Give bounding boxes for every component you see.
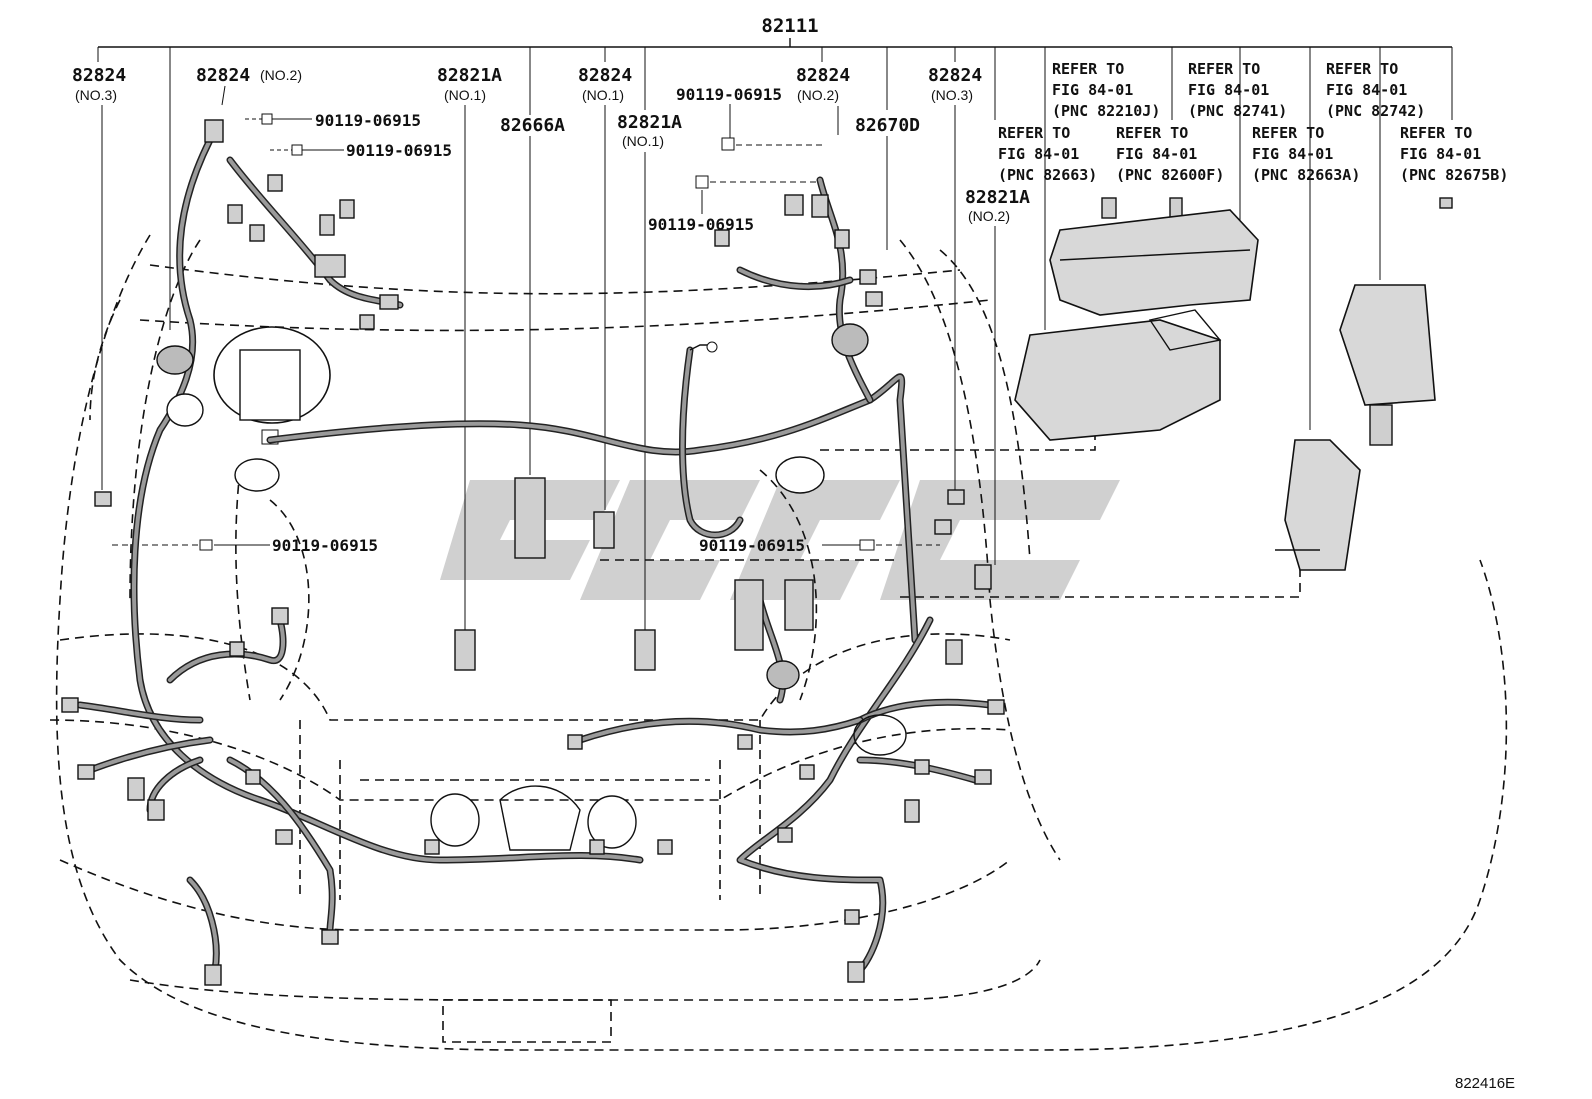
connectors: [61, 119, 1453, 986]
svg-text:(NO.1): (NO.1): [582, 87, 624, 103]
svg-text:90119-06915: 90119-06915: [676, 85, 782, 104]
refer-82210j: REFER TO FIG 84-01 (PNC 82210J): [1052, 60, 1160, 120]
refer-82663a: REFER TO FIG 84-01 (PNC 82663A): [1252, 124, 1360, 184]
svg-text:REFER TO: REFER TO: [1400, 124, 1472, 142]
svg-text:90119-06915: 90119-06915: [699, 536, 805, 555]
svg-text:82824: 82824: [578, 65, 632, 86]
svg-text:90119-06915: 90119-06915: [346, 141, 452, 160]
svg-text:82824: 82824: [796, 65, 850, 86]
diagram-id: 822416E: [1455, 1075, 1515, 1092]
part-label-82824-no3-left: 82824 (NO.3): [72, 65, 126, 490]
part-label-82821a-no2: 82821A (NO.2): [965, 187, 1030, 565]
svg-text:REFER TO: REFER TO: [1116, 124, 1188, 142]
svg-text:FIG 84-01: FIG 84-01: [1400, 145, 1481, 163]
bolt-callout-1: 90119-06915: [245, 111, 421, 130]
svg-text:FIG 84-01: FIG 84-01: [1116, 145, 1197, 163]
svg-text:FIG 84-01: FIG 84-01: [1252, 145, 1333, 163]
svg-text:90119-06915: 90119-06915: [315, 111, 421, 130]
svg-text:(PNC 82600F): (PNC 82600F): [1116, 166, 1224, 184]
grommets: [156, 323, 907, 756]
svg-text:(NO.2): (NO.2): [797, 87, 839, 103]
reservoir-left: [213, 326, 331, 492]
svg-text:FIG 84-01: FIG 84-01: [1188, 81, 1269, 99]
part-label-82821a-no1-center: 82821A (NO.1): [617, 112, 682, 630]
svg-text:(NO.3): (NO.3): [75, 87, 117, 103]
svg-text:90119-06915: 90119-06915: [648, 215, 754, 234]
svg-text:82670D: 82670D: [855, 115, 920, 136]
svg-text:REFER TO: REFER TO: [1252, 124, 1324, 142]
part-label-82821a-no1-left: 82821A (NO.1): [437, 65, 502, 630]
svg-text:82824: 82824: [72, 65, 126, 86]
svg-text:REFER TO: REFER TO: [1326, 60, 1398, 78]
refer-82742: REFER TO FIG 84-01 (PNC 82742): [1326, 60, 1425, 120]
bolt-callout-6: 90119-06915: [699, 536, 940, 555]
svg-text:90119-06915: 90119-06915: [272, 536, 378, 555]
main-part-label: 82111: [761, 15, 818, 37]
svg-text:(NO.2): (NO.2): [260, 67, 302, 83]
svg-text:82821A: 82821A: [617, 112, 682, 133]
svg-text:(NO.3): (NO.3): [931, 87, 973, 103]
svg-text:(PNC 82741): (PNC 82741): [1188, 102, 1287, 120]
part-label-82824-no2-left: 82824 (NO.2): [196, 65, 302, 106]
headlamp-round-parts: [430, 785, 637, 851]
bolt-callout-4: 90119-06915: [648, 175, 818, 234]
svg-text:82824: 82824: [196, 65, 250, 86]
refer-82675b: REFER TO FIG 84-01 (PNC 82675B): [1400, 124, 1508, 184]
svg-text:(PNC 82742): (PNC 82742): [1326, 102, 1425, 120]
refer-82663: REFER TO FIG 84-01 (PNC 82663): [998, 124, 1097, 184]
relay-block-right: [1339, 284, 1436, 446]
svg-text:FIG 84-01: FIG 84-01: [1326, 81, 1407, 99]
svg-text:82666A: 82666A: [500, 115, 565, 136]
refer-82741: REFER TO FIG 84-01 (PNC 82741): [1188, 60, 1287, 120]
battery-cable: [689, 341, 718, 353]
svg-text:82821A: 82821A: [437, 65, 502, 86]
svg-text:(PNC 82663A): (PNC 82663A): [1252, 166, 1360, 184]
svg-text:FIG 84-01: FIG 84-01: [998, 145, 1079, 163]
part-label-82824-no1: 82824 (NO.1): [578, 65, 632, 510]
svg-text:(NO.1): (NO.1): [622, 133, 664, 149]
svg-text:(PNC 82675B): (PNC 82675B): [1400, 166, 1508, 184]
bolt-callout-5: 90119-06915: [112, 536, 378, 555]
svg-text:(NO.2): (NO.2): [968, 208, 1010, 224]
part-label-82666a: 82666A: [500, 115, 565, 475]
svg-text:FIG 84-01: FIG 84-01: [1052, 81, 1133, 99]
svg-text:(PNC 82210J): (PNC 82210J): [1052, 102, 1160, 120]
bolt-callout-2: 90119-06915: [270, 141, 452, 160]
refer-82600f: REFER TO FIG 84-01 (PNC 82600F): [1116, 124, 1224, 184]
part-label-82824-no3-right: 82824 (NO.3): [928, 65, 982, 490]
svg-text:82821A: 82821A: [965, 187, 1030, 208]
svg-text:REFER TO: REFER TO: [998, 124, 1070, 142]
part-label-82824-no2-right: 82824 (NO.2): [796, 65, 850, 135]
svg-text:REFER TO: REFER TO: [1052, 60, 1124, 78]
svg-text:REFER TO: REFER TO: [1188, 60, 1260, 78]
svg-text:(NO.1): (NO.1): [444, 87, 486, 103]
svg-text:(PNC 82663): (PNC 82663): [998, 166, 1097, 184]
relay-block-upper: [1049, 209, 1259, 316]
main-part-bracket: [97, 38, 1453, 430]
part-label-82670d: 82670D: [855, 115, 920, 250]
reservoir-right: [775, 456, 825, 494]
relay-cover: [1275, 439, 1361, 571]
watermark-logo: [440, 480, 1120, 600]
bolt-callout-3: 90119-06915: [676, 85, 825, 151]
relay-block-lower: [1014, 309, 1222, 441]
svg-text:82824: 82824: [928, 65, 982, 86]
